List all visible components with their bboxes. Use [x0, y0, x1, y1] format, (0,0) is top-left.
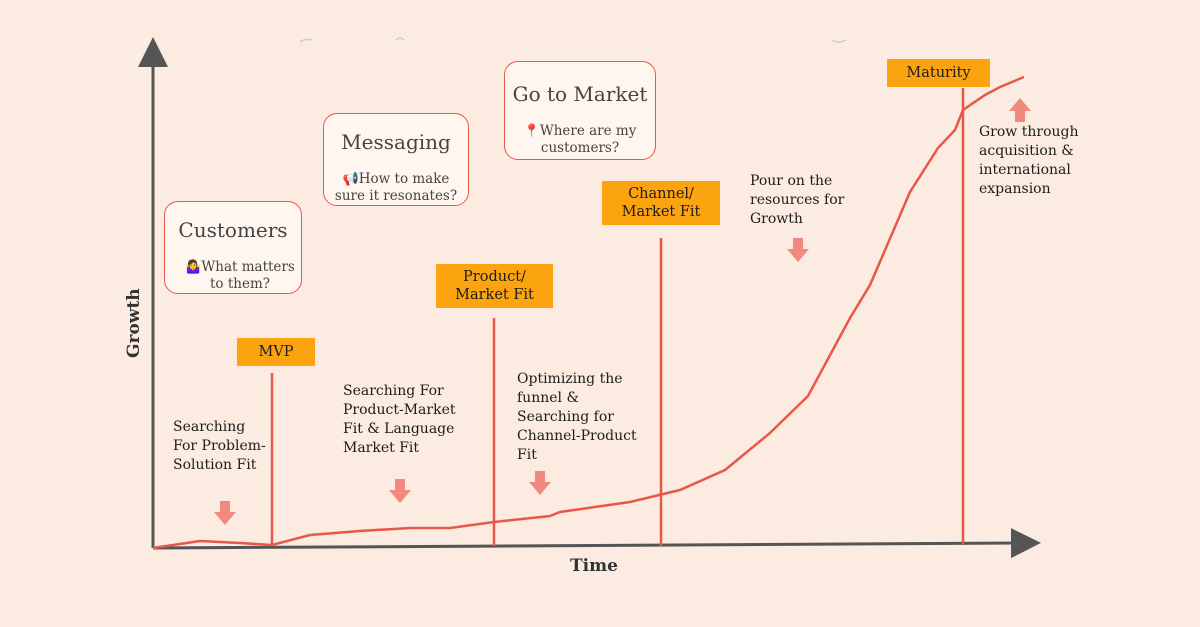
messaging-callout: Messaging 📢How to make sure it resonates… [323, 113, 469, 206]
channel-market-fit-tag: Channel/ Market Fit [602, 181, 720, 225]
phase-note-optimizing-funnel: Optimizing the funnel & Searching for Ch… [517, 371, 637, 463]
down-arrow-icon [529, 471, 551, 495]
down-arrow-icon [787, 238, 809, 262]
phase-note-product-market: Searching For Product-Market Fit & Langu… [343, 383, 456, 456]
shrug-emoji-icon: 🤷‍♀️ [185, 260, 202, 275]
decorative-arc-mid [395, 37, 405, 41]
mvp-tag: MVP [237, 338, 315, 366]
phase-note-maturity-expansion: Grow through acquisition & international… [979, 124, 1079, 197]
customers-callout: Customers 🤷‍♀️What matters to them? [164, 201, 302, 294]
decorative-arc-right [831, 39, 847, 43]
decorative-arc-left [299, 38, 313, 43]
phase-note-problem-solution: Searching For Problem- Solution Fit [173, 419, 266, 473]
up-arrow-icon [1009, 98, 1031, 122]
x-axis [152, 528, 1041, 559]
go-to-market-callout: Go to Market 📍Where are my customers? [504, 61, 656, 160]
phase-note-growth-resources: Pour on the resources for Growth [750, 173, 845, 227]
callout-subtitle: How to make sure it resonates? [334, 171, 458, 204]
down-arrow-icon [389, 479, 411, 503]
location-pin-icon: 📍 [523, 124, 540, 139]
callout-title: Messaging [341, 130, 451, 154]
down-arrow-icon [214, 501, 236, 525]
callout-subtitle: What matters to them? [201, 259, 295, 292]
x-axis-label: Time [570, 556, 618, 576]
megaphone-icon: 📢 [342, 172, 359, 187]
maturity-tag: Maturity [887, 59, 990, 87]
callout-title: Customers [178, 218, 288, 242]
callout-title: Go to Market [512, 82, 648, 106]
product-market-fit-tag: Product/ Market Fit [436, 264, 553, 308]
y-axis-label: Growth [124, 288, 144, 358]
callout-subtitle: Where are my customers? [539, 123, 637, 156]
growth-curve [152, 75, 1025, 550]
